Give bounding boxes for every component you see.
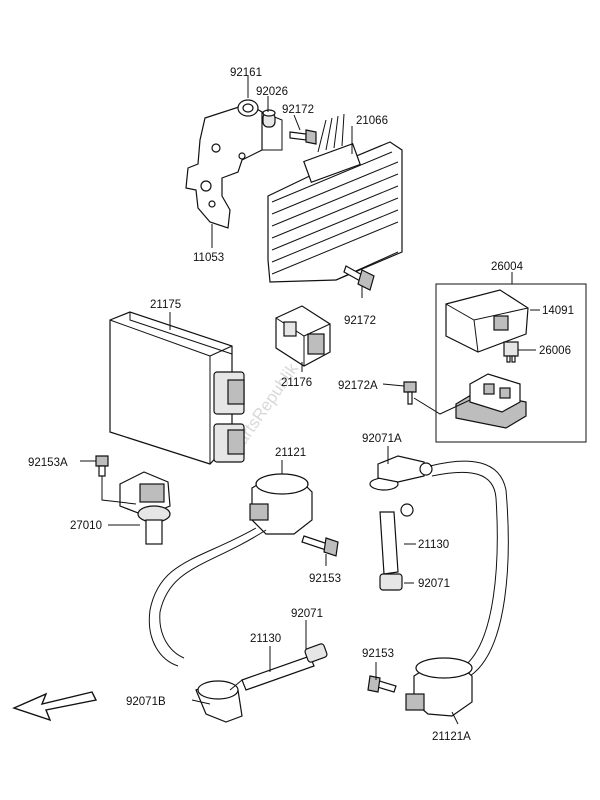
coil-21121A[interactable]	[405, 657, 473, 717]
lead-21130-right[interactable]	[379, 503, 414, 575]
label-92071-left: 92071	[291, 608, 323, 620]
label-14091: 14091	[542, 305, 574, 317]
lead-left-b	[159, 529, 267, 659]
label-26006: 26006	[539, 345, 571, 357]
lead-left-a	[148, 527, 257, 667]
regulator-21066[interactable]	[267, 113, 403, 283]
label-21176: 21176	[281, 377, 312, 389]
label-11053: 11053	[193, 252, 224, 264]
seal-92071-left[interactable]	[304, 643, 328, 663]
label-92153-mid: 92153	[309, 573, 341, 585]
lead-right-a	[429, 460, 509, 677]
label-92026: 92026	[256, 86, 288, 98]
label-92172-top: 92172	[282, 104, 314, 116]
label-21130-left: 21130	[250, 633, 281, 645]
label-21121A: 21121A	[432, 731, 471, 743]
label-92153-right: 92153	[362, 648, 394, 660]
fuse-26006[interactable]	[503, 341, 519, 363]
plug-cap-92071B[interactable]	[195, 679, 243, 723]
sensor-27010[interactable]	[119, 471, 171, 545]
label-92071-right: 92071	[418, 578, 450, 590]
relay-base[interactable]	[455, 373, 527, 429]
leader-lines	[80, 76, 540, 725]
arrow-down-left-icon	[12, 691, 98, 722]
relay-frame-26004	[435, 283, 587, 443]
collar-92161[interactable]	[237, 99, 259, 117]
label-21175: 21175	[150, 299, 181, 311]
label-21121: 21121	[275, 447, 306, 459]
bolt-92153-mid[interactable]	[301, 535, 339, 557]
lead-21130-left[interactable]	[241, 655, 315, 691]
label-21130-right: 21130	[418, 539, 449, 551]
bolt-92172-mid[interactable]	[343, 265, 375, 291]
label-21066: 21066	[356, 115, 388, 127]
label-92172-mid: 92172	[344, 315, 376, 327]
bolt-92153-right[interactable]	[367, 675, 397, 693]
label-92172A: 92172A	[338, 380, 378, 392]
label-92153A: 92153A	[28, 457, 68, 469]
bolt-92172A[interactable]	[403, 381, 417, 405]
bushing-92026[interactable]	[262, 109, 276, 128]
label-92071B: 92071B	[126, 696, 166, 708]
relay-cover-14091[interactable]	[445, 289, 529, 353]
label-26004: 26004	[491, 261, 524, 273]
coil-21121[interactable]	[249, 473, 313, 535]
lead-right-b	[431, 471, 498, 669]
plug-cap-92071A[interactable]	[369, 455, 433, 491]
seal-92071-right[interactable]	[379, 573, 403, 591]
bolt-92172-top[interactable]	[289, 129, 317, 145]
label-92161: 92161	[230, 67, 262, 79]
label-27010: 27010	[70, 520, 102, 532]
connector-21176[interactable]	[275, 305, 331, 367]
igniter-21175[interactable]	[109, 311, 245, 465]
label-92071A: 92071A	[362, 433, 402, 445]
bolt-92153A[interactable]	[95, 455, 109, 477]
